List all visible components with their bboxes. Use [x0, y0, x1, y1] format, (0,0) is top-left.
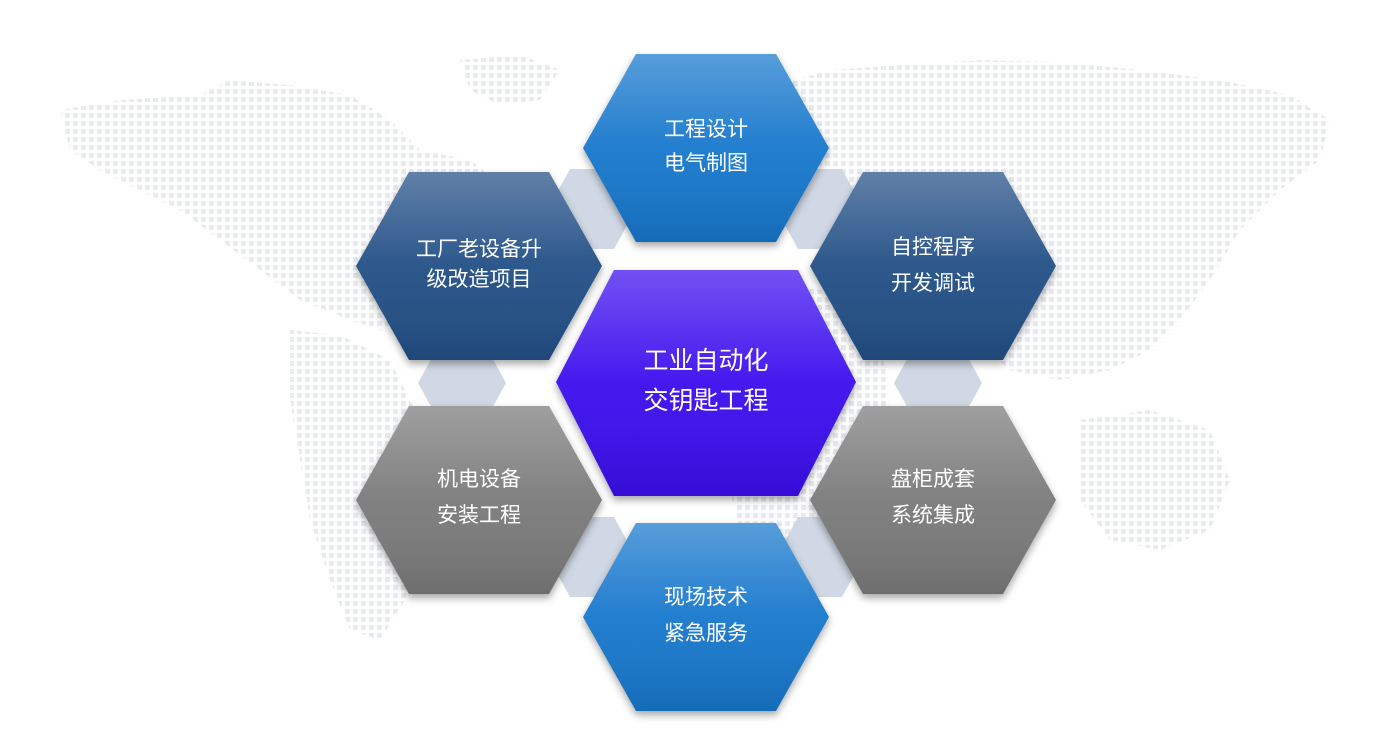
- hex-upper-right-line2: 开发调试: [891, 271, 975, 295]
- hex-upper-right: 自控程序 开发调试: [810, 172, 1056, 360]
- hex-lower-left-line2: 安装工程: [437, 503, 521, 527]
- hex-upper-left-line1: 工厂老设备升: [416, 237, 542, 261]
- hex-bottom-line1: 现场技术: [664, 585, 748, 609]
- hex-lower-right-line2: 系统集成: [891, 503, 975, 527]
- hex-upper-right-line1: 自控程序: [891, 235, 975, 259]
- hex-center-line2: 交钥匙工程: [643, 386, 768, 415]
- hex-lower-left-line1: 机电设备: [437, 467, 521, 491]
- hex-upper-left: 工厂老设备升 级改造项目: [356, 172, 602, 360]
- hex-upper-left-line2: 级改造项目: [427, 267, 532, 291]
- hex-lower-right: 盘柜成套 系统集成: [810, 406, 1056, 594]
- hex-lower-right-line1: 盘柜成套: [891, 467, 975, 491]
- hex-top-line2: 电气制图: [664, 151, 748, 175]
- hex-center: 工业自动化 交钥匙工程: [556, 270, 856, 496]
- hex-bottom-line2: 紧急服务: [664, 621, 748, 645]
- hex-lower-left: 机电设备 安装工程: [356, 406, 602, 594]
- hex-top: 工程设计 电气制图: [583, 54, 829, 242]
- hex-center-line1: 工业自动化: [643, 346, 768, 375]
- hex-top-line1: 工程设计: [664, 117, 748, 141]
- hex-bottom: 现场技术 紧急服务: [583, 523, 829, 711]
